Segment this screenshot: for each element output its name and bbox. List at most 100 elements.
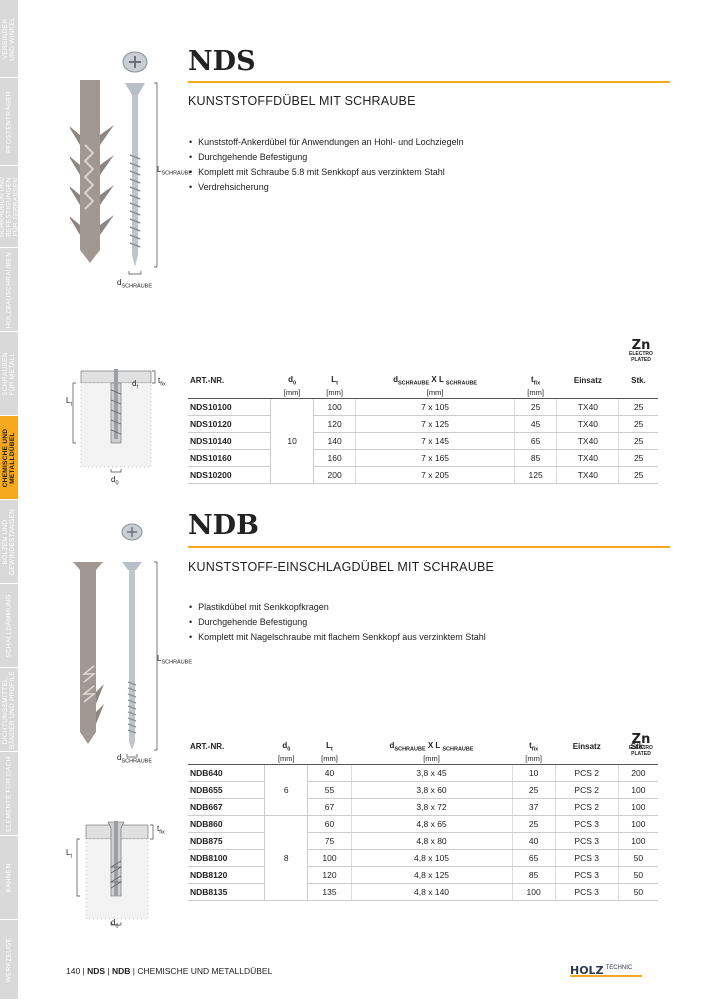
unit-cell: [mm] [270,386,314,399]
sidebar-tab[interactable]: SCHALLDÄMMUNG [0,584,18,668]
unit-cell: [mm] [514,386,557,399]
sidebar-tab-label: SCHRAUBEN FÜR METALL [2,351,16,396]
ndb-diagram-lt: Lt [66,848,72,860]
feature-item: Plastikdübel mit Senkkopfkragen [189,600,486,615]
tfix-cell: 85 [514,449,558,467]
sidebar-tab[interactable]: CHEMISCHE UND METALLDÜBEL [0,416,18,500]
sidebar-tab[interactable]: WERKZEUGE [0,920,18,1000]
nds-title-rule [188,81,670,83]
lt-cell: 135 [307,883,352,901]
einsatz-cell: PCS 3 [555,832,619,850]
sidebar-tab[interactable]: HOLZBAUSCHRAUBEN [0,248,18,332]
dxl-cell: 4,8 x 140 [351,883,513,901]
unit-cell: [mm] [351,752,513,765]
feature-item: Durchgehende Befestigung [189,150,464,165]
lt-cell: 67 [307,798,352,816]
feature-item: Verdrehsicherung [189,180,464,195]
dxl-cell: 7 x 125 [355,415,515,433]
ndb-lschraube-label: LSCHRAUBE [157,654,193,666]
page-number: 140 [66,966,81,976]
header-tfix: tfix [529,741,539,753]
art-nr-cell: NDB640 [188,764,266,782]
nds-diagram-lt: Lt [66,396,72,408]
ndb-subtitle: KUNSTSTOFF-EINSCHLAGDÜBEL MIT SCHRAUBE [188,560,495,574]
tfix-cell: 25 [512,781,556,799]
ndb-title: NDB [188,510,259,541]
sidebar-tab[interactable]: SCHRAUBEN UND BEFESTIGUNGEN FÜR TERRASSE… [0,166,20,248]
einsatz-cell: TX40 [556,398,620,416]
unit-cell [618,386,658,399]
sidebar-tab[interactable]: VERBINDER UND WINKEL [0,0,18,78]
dxl-cell: 4,8 x 105 [351,849,513,867]
lt-cell: 55 [307,781,352,799]
art-nr-cell: NDS10100 [188,398,272,416]
nds-diagram-d0: d0 [111,475,119,487]
art-nr-cell: NDB8135 [188,883,266,901]
sidebar-tab[interactable]: PFOSTENTRÄGER [0,78,18,166]
dxl-cell: 4,8 x 65 [351,815,513,833]
header-dimensions: dSCHRAUBE X L SCHRAUBE [393,375,478,387]
nds-feature-list: Kunststoff-Ankerdübel für Anwendungen an… [189,135,464,195]
sidebar-tab-label: BAHNEN [5,863,13,892]
header-art-nr: ART.-NR. [190,376,225,386]
unit-cell: [mm] [264,752,308,765]
header-d0: d0 [288,375,297,387]
unit-cell [618,752,658,765]
tfix-cell: 25 [512,815,556,833]
dxl-cell: 4,8 x 80 [351,832,513,850]
sidebar-tab[interactable]: DICHTUNGSMITTEL, BÄNDER UND PROFILE [0,668,18,752]
ndb-diagram-tfix: tfix [157,824,165,836]
einsatz-cell: PCS 3 [555,866,619,884]
dxl-cell: 3,8 x 72 [351,798,513,816]
stk-cell: 25 [618,432,658,450]
unit-cell [556,386,619,399]
ndb-installation-diagram [76,821,154,926]
sidebar-tab-label: ELEMENTE FÜR DACH [5,755,13,832]
sidebar-tab[interactable]: BOLZEN UND GEWINDESTANGEN [0,500,18,584]
dxl-cell: 7 x 205 [355,466,515,484]
stk-cell: 25 [618,415,658,433]
d0-cell: 6 [264,764,309,816]
lt-cell: 60 [307,815,352,833]
d0-cell: 10 [270,398,314,484]
d0-cell: 8 [264,815,309,901]
lt-cell: 120 [313,415,357,433]
tfix-cell: 85 [512,866,556,884]
sidebar-tab[interactable]: BAHNEN [0,836,18,920]
lt-cell: 120 [307,866,352,884]
tfix-cell: 37 [512,798,556,816]
header-d0: d0 [282,741,291,753]
unit-cell [188,386,271,399]
unit-cell: [mm] [355,386,515,399]
sidebar-tab[interactable]: SCHRAUBEN FÜR METALL [0,332,18,416]
sidebar-tab-label: BOLZEN UND GEWINDESTANGEN [2,508,16,575]
art-nr-cell: NDS10200 [188,466,272,484]
stk-cell: 25 [618,466,658,484]
header-stk: Stk. [630,742,646,752]
ndb-product-illustration [73,523,158,758]
einsatz-cell: TX40 [556,415,620,433]
header-lt: Lt [331,375,338,387]
page-footer: 140 | NDS | NDB | CHEMISCHE UND METALLDÜ… [66,966,273,976]
stk-cell: 50 [618,866,658,884]
sidebar-tab[interactable]: ELEMENTE FÜR DACH [0,752,18,836]
ndb-diagram-d0: d0 [111,918,119,930]
dxl-cell: 4,8 x 125 [351,866,513,884]
lt-cell: 40 [307,764,352,782]
sidebar-tab-label: PFOSTENTRÄGER [5,90,13,153]
stk-cell: 100 [618,781,658,799]
einsatz-cell: PCS 2 [555,798,619,816]
